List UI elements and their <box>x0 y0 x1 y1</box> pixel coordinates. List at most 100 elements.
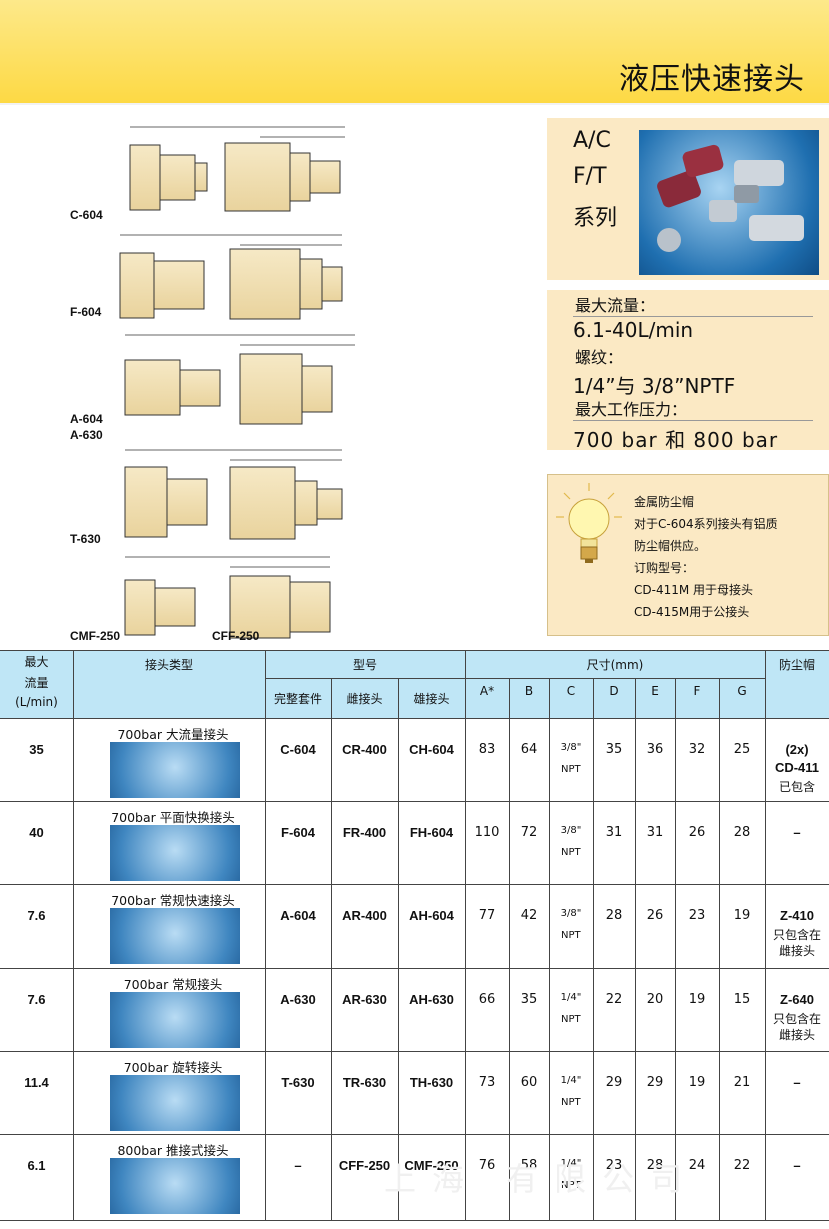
drawing-label-f604: F-604 <box>70 305 102 319</box>
watermark: 上海 有限公司 <box>384 1160 699 1198</box>
drawing-cmf250 <box>124 575 331 639</box>
cell-dim-d: 31 <box>605 825 623 840</box>
header-dim-c: C <box>549 678 593 718</box>
series-line-1: A/C <box>573 128 611 153</box>
table-row: 7.6 700bar 常规快速接头 A-604 AR-400 AH-604 77… <box>0 884 829 968</box>
cell-dim-c-unit: NPT <box>561 847 581 858</box>
spec-panel: 最大流量： 6.1-40L/min 螺纹： 1/4”与 3/8”NPTF 最大工… <box>547 290 829 452</box>
cell-full-set: F-604 <box>281 825 315 840</box>
header-model: 型号 <box>265 650 465 678</box>
drawing-label-cmf250: CMF-250 <box>70 629 121 643</box>
cell-dim-e: 26 <box>646 908 664 923</box>
cell-dim-f: 19 <box>688 1075 706 1090</box>
series-line-3: 系列 <box>573 206 618 231</box>
cell-type: 700bar 常规接头 <box>123 977 223 992</box>
row-photo <box>110 908 240 964</box>
note-line-4: 订购型号： <box>634 561 695 575</box>
drawing-a604 <box>124 353 333 425</box>
cell-dim-f: 24 <box>688 1158 706 1173</box>
grid-line <box>0 650 829 651</box>
cell-cap-1: – <box>793 1075 801 1090</box>
thread-label: 螺纹： <box>575 348 624 367</box>
note-line-6: CD-415M用于公接头 <box>634 605 750 619</box>
cell-female: CFF-250 <box>338 1158 391 1173</box>
header-dim-g: G <box>719 678 765 718</box>
cell-dim-a: 83 <box>478 742 496 757</box>
spec-divider <box>573 420 813 421</box>
note-line-5: CD-411M 用于母接头 <box>634 583 754 597</box>
row-photo <box>110 992 240 1048</box>
cell-dim-f: 26 <box>688 825 706 840</box>
note-line-3: 防尘帽供应。 <box>634 539 707 553</box>
cell-dim-c: 3/8" <box>560 825 582 836</box>
header-band <box>0 0 829 103</box>
grid-line <box>331 678 332 1220</box>
grid-line <box>465 650 466 1220</box>
cell-female: TR-630 <box>342 1075 387 1090</box>
cell-dim-g: 28 <box>733 825 751 840</box>
drawing-t630 <box>124 466 343 540</box>
cell-dim-c-unit: NPT <box>561 930 581 941</box>
cell-type: 800bar 推接式接头 <box>117 1143 229 1158</box>
cell-dim-e: 20 <box>646 992 664 1007</box>
cell-dim-f: 23 <box>688 908 706 923</box>
cell-dim-e: 36 <box>646 742 664 757</box>
pressure-label: 最大工作压力： <box>575 400 688 419</box>
cell-dim-c: 1/4" <box>560 1158 582 1169</box>
cell-female: CR-400 <box>342 742 387 757</box>
grid-line <box>635 678 636 1220</box>
cell-dim-d: 35 <box>605 742 623 757</box>
cell-male: AH-630 <box>409 992 454 1007</box>
grid-line <box>593 678 594 1220</box>
cell-female: FR-400 <box>342 825 387 840</box>
note-line-1: 金属防尘帽 <box>634 495 695 509</box>
cell-full-set: A-630 <box>280 992 316 1007</box>
cell-dim-b: 64 <box>520 742 538 757</box>
product-photo <box>639 130 819 275</box>
header-type: 接头类型 <box>73 650 265 718</box>
cell-type: 700bar 平面快换接头 <box>111 810 235 825</box>
cell-cap-1: (2x) <box>785 742 809 757</box>
cell-cap-1: – <box>793 1158 801 1173</box>
drawing-label-c604: C-604 <box>70 208 103 222</box>
note-line-2: 对于C-604系列接头有铝质 <box>634 517 778 531</box>
series-line-2: F/T <box>573 164 607 189</box>
cell-full-set: T-630 <box>281 1075 315 1090</box>
cell-dim-a: 66 <box>478 992 496 1007</box>
header-max-flow: 最大 流量 (L/min) <box>0 650 73 718</box>
drawing-label-a630: A-630 <box>70 428 103 442</box>
grid-line <box>549 678 550 1220</box>
grid-line <box>0 718 829 719</box>
cell-dim-b: 58 <box>520 1158 538 1173</box>
cell-cap-2: CD-411 <box>774 760 820 775</box>
cell-cap-1: – <box>793 825 801 840</box>
cell-flow: 6.1 <box>27 1158 46 1173</box>
cell-dim-a: 76 <box>478 1158 496 1173</box>
cell-dim-g: 15 <box>733 992 751 1007</box>
row-photo <box>110 1158 240 1214</box>
cell-dim-f: 19 <box>688 992 706 1007</box>
cell-dim-d: 29 <box>605 1075 623 1090</box>
coupler-drawings-svg <box>119 126 355 639</box>
cell-flow: 11.4 <box>24 1075 49 1090</box>
cell-dim-e: 31 <box>646 825 664 840</box>
cell-male: CH-604 <box>409 742 454 757</box>
grid-line <box>398 678 399 1220</box>
header-female: 雌接头 <box>331 678 398 718</box>
cell-flow: 35 <box>29 742 44 757</box>
spec-divider <box>573 316 813 317</box>
cell-dim-c: 3/8" <box>560 742 582 753</box>
coupler-spec-table: 最大 流量 (L/min) 接头类型 型号 完整套件 雌接头 雄接头 尺寸(mm… <box>0 650 829 1225</box>
cell-flow: 7.6 <box>27 908 46 923</box>
header-max-flow-line2: 流量 <box>24 676 49 690</box>
cell-flow: 7.6 <box>27 992 46 1007</box>
grid-line <box>0 1051 829 1052</box>
cell-dim-d: 22 <box>605 992 623 1007</box>
header-max-flow-line1: 最大 <box>24 655 49 669</box>
header-dim-b: B <box>509 678 549 718</box>
grid-line <box>765 650 766 1220</box>
flow-value: 6.1-40L/min <box>573 318 694 342</box>
lightbulb-icon <box>556 483 622 563</box>
cell-full-set: – <box>294 1158 302 1173</box>
cell-dim-b: 60 <box>520 1075 538 1090</box>
